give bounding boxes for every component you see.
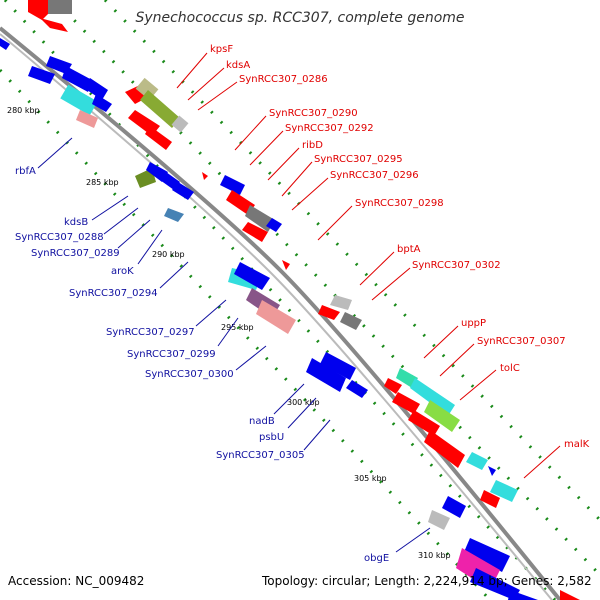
scale-label: 300 kbp (287, 398, 320, 407)
scale-label: 310 kbp (418, 551, 451, 560)
gene-label-uppP: uppP (461, 318, 486, 329)
gene-label-SynRCC307_0294: SynRCC307_0294 (69, 288, 158, 299)
gene-label-SynRCC307_0305: SynRCC307_0305 (216, 450, 305, 461)
scale-labels: 280 kbp 285 kbp 290 kbp 295 kbp 300 kbp … (7, 106, 451, 560)
gene-label-bptA: bptA (397, 244, 421, 255)
gene-label-SynRCC307_0300: SynRCC307_0300 (145, 369, 234, 380)
gene-label-SynRCC307_0298: SynRCC307_0298 (355, 198, 444, 209)
genome-backbone (0, 26, 562, 600)
gene-label-psbU: psbU (259, 432, 284, 443)
reverse-genes (0, 38, 538, 600)
page-title: Synechococcus sp. RCC307, complete genom… (135, 10, 464, 26)
gene-label-kdsB: kdsB (64, 217, 88, 228)
gene-label-rbfA: rbfA (15, 166, 36, 177)
gene-label-SynRCC307_0289: SynRCC307_0289 (31, 248, 120, 259)
gene-label-SynRCC307_0288: SynRCC307_0288 (15, 232, 104, 243)
gene-label-kpsF: kpsF (210, 44, 233, 55)
forward-gene-labels: kpsF kdsA SynRCC307_0286 SynRCC307_0290 … (176, 44, 590, 479)
forward-genes (28, 0, 580, 600)
gene-label-SynRCC307_0297: SynRCC307_0297 (106, 327, 195, 338)
gene-label-SynRCC307_0307: SynRCC307_0307 (477, 336, 566, 347)
gene-label-SynRCC307_0299: SynRCC307_0299 (127, 349, 216, 360)
gene-label-ribD: ribD (302, 140, 323, 151)
scale-label: 305 kbp (354, 474, 387, 483)
gene-label-kdsA: kdsA (226, 60, 250, 71)
gene-label-tolC: tolC (500, 363, 520, 374)
gene-label-obgE: obgE (364, 553, 389, 564)
scale-label: 295 kbp (221, 323, 254, 332)
gene-label-malK: malK (564, 439, 590, 450)
reverse-gene-labels: rbfA kdsB SynRCC307_0288 SynRCC307_0289 … (15, 137, 431, 564)
gene-label-SynRCC307_0296: SynRCC307_0296 (330, 170, 419, 181)
scale-label: 285 kbp (86, 178, 119, 187)
scale-label: 280 kbp (7, 106, 40, 115)
scale-label: 290 kbp (152, 250, 185, 259)
gene-label-SynRCC307_0302: SynRCC307_0302 (412, 260, 501, 271)
accession-text: Accession: NC_009482 (8, 574, 144, 588)
gene-label-SynRCC307_0290: SynRCC307_0290 (269, 108, 358, 119)
gene-label-SynRCC307_0295: SynRCC307_0295 (314, 154, 403, 165)
topology-text: Topology: circular; Length: 2,224,914 bp… (261, 574, 592, 588)
gene-label-SynRCC307_0286: SynRCC307_0286 (239, 74, 328, 85)
gene-label-aroK: aroK (111, 266, 134, 277)
gene-label-nadB: nadB (249, 416, 275, 427)
gene-label-SynRCC307_0292: SynRCC307_0292 (285, 123, 374, 134)
